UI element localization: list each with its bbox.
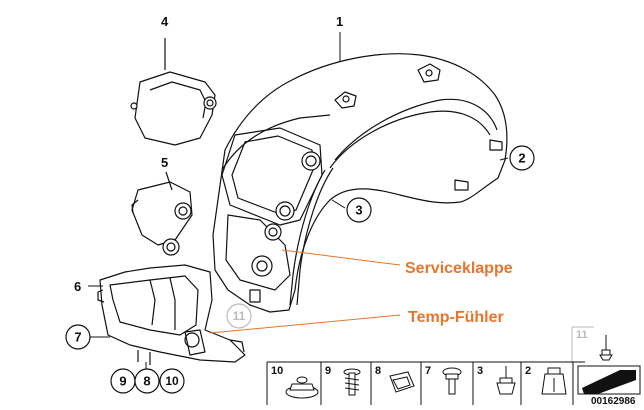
clip-icon	[389, 371, 415, 393]
strip-label-8: 8	[375, 365, 381, 377]
callout-2: 2	[509, 145, 535, 171]
callout-10-label: 10	[165, 374, 179, 388]
callout-7-label: 7	[74, 330, 81, 345]
annotation-leaders	[209, 249, 401, 334]
callout-6: 6	[74, 279, 81, 294]
strip-label-7: 7	[425, 365, 431, 377]
corner-part-11: 11	[571, 326, 613, 362]
arrow-icon	[582, 370, 636, 394]
annotation-temp-fuehler: Temp-Fühler	[408, 309, 504, 326]
rivet-icon	[599, 335, 613, 361]
screw-icon	[343, 368, 361, 396]
strip-label-9: 9	[325, 365, 331, 377]
upper-cover	[130, 38, 217, 146]
callout-7: 7	[65, 324, 91, 350]
expanding-rivet-icon	[496, 366, 516, 395]
strip-label-10: 10	[271, 365, 283, 377]
callout-3-label: 3	[355, 203, 362, 218]
nut-icon	[285, 376, 319, 399]
callout-2-label: 2	[518, 151, 525, 166]
callout-3: 3	[346, 197, 372, 223]
clamp-icon	[541, 367, 567, 395]
callout-1: 1	[336, 14, 343, 29]
callout-4: 4	[161, 14, 169, 29]
strip-label-3: 3	[477, 365, 483, 377]
callout-10: 10	[159, 368, 185, 394]
callout-5-label: 5	[161, 155, 168, 170]
callout-4-label: 4	[161, 14, 169, 29]
arrow-block	[577, 365, 641, 395]
lower-shield	[97, 264, 246, 365]
callout-8-label: 8	[143, 374, 150, 389]
callout-11-label: 11	[233, 309, 246, 323]
leader-lines	[88, 32, 509, 370]
callout-1-label: 1	[336, 14, 343, 29]
callout-8: 8	[134, 368, 160, 394]
callout-6-label: 6	[74, 279, 81, 294]
parts-strip	[266, 361, 585, 405]
callout-9-label: 9	[119, 374, 126, 389]
strip-label-2: 2	[525, 365, 531, 377]
corner-part-11-label: 11	[576, 329, 588, 341]
callout-5: 5	[161, 155, 168, 170]
side-cover	[131, 171, 193, 256]
callout-11: 11	[226, 303, 252, 329]
push-rivet-icon	[442, 367, 462, 395]
diagram-code: 00162986	[591, 396, 636, 407]
annotation-serviceklappe: Serviceklappe	[405, 260, 513, 277]
wheel-arch-liner	[212, 53, 508, 313]
callout-9: 9	[110, 368, 136, 394]
